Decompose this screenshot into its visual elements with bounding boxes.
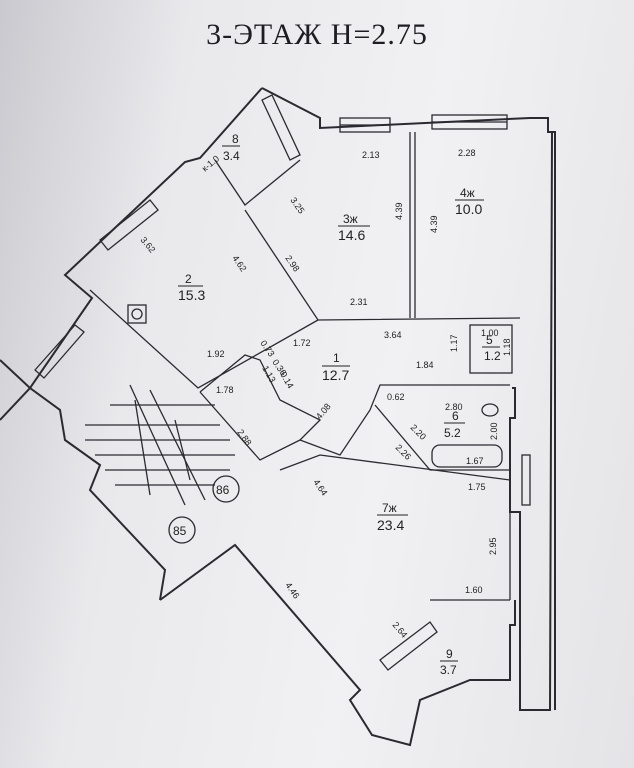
dim-label: 2.26 <box>394 442 413 461</box>
staircase <box>85 384 235 506</box>
dim-label: 2.31 <box>350 297 368 307</box>
fixtures <box>127 304 503 468</box>
dim-label: 2.20 <box>409 422 428 441</box>
room-5-number: 5 <box>486 333 493 347</box>
dim-label: 4.39 <box>429 215 439 233</box>
dim-label: 0.62 <box>387 392 405 402</box>
window-room-2 <box>99 199 159 251</box>
marker-85-label: 85 <box>173 524 187 538</box>
toilet <box>481 403 499 417</box>
wall-right <box>261 87 554 711</box>
dim-label: 0.73 <box>258 338 276 358</box>
dim-label: 2.95 <box>488 537 498 555</box>
dim-label: 1.84 <box>416 360 434 370</box>
wall-hall <box>199 354 510 456</box>
dim-label: 1.60 <box>465 585 483 595</box>
dim-label: 0.14 <box>278 370 295 390</box>
dim-label: 3.25 <box>288 195 306 215</box>
dim-label: 2.00 <box>489 422 499 440</box>
marker-86-label: 86 <box>216 483 230 497</box>
dim-label: 2.88 <box>235 427 253 447</box>
wall-bottom <box>159 543 516 747</box>
room-2-area: 15.3 <box>178 287 205 303</box>
wall-ext-right <box>548 131 556 710</box>
room-8-area: 3.4 <box>223 149 240 163</box>
window-room-8 <box>261 94 301 161</box>
wall-left <box>28 87 263 601</box>
interior-walls <box>89 132 521 601</box>
window-room-9 <box>379 621 438 671</box>
room-4-number: 4ж <box>460 186 475 200</box>
dim-label: 1.72 <box>293 338 311 348</box>
room-1-number: 1 <box>333 351 340 365</box>
dim-label: 1.17 <box>449 334 459 352</box>
window-room-7 <box>521 454 531 506</box>
plan-title: 3-ЭТАЖ H=2.75 <box>206 18 428 51</box>
dim-label: 4.39 <box>394 202 404 220</box>
marker-circle-85 <box>168 516 196 544</box>
marker-circle-86 <box>212 475 240 503</box>
room-1-area: 12.7 <box>322 367 349 383</box>
window-stair <box>34 324 85 379</box>
dim-label: 1.75 <box>468 482 486 492</box>
room-7-number: 7ж <box>382 501 397 515</box>
room-3-area: 14.6 <box>338 227 365 243</box>
room-2-number: 2 <box>185 272 192 286</box>
dim-label: 2.28 <box>458 148 476 158</box>
dim-label: 4.64 <box>311 477 329 497</box>
room-7-area: 23.4 <box>377 517 404 533</box>
wall-room7-top <box>279 454 511 481</box>
wall-stub-left <box>0 359 32 421</box>
wall-room8 <box>214 159 301 206</box>
wall-3-bottom <box>244 209 521 321</box>
room-9-number: 9 <box>446 647 453 661</box>
dim-label: 3.62 <box>138 235 157 255</box>
dim-label: 1.67 <box>466 456 484 466</box>
dim-label: 2.98 <box>283 253 301 273</box>
room-6-area: 5.2 <box>444 426 461 440</box>
dim-label: 1.92 <box>207 349 225 359</box>
wall-hall-bottom <box>199 391 301 461</box>
window-note: к-1.0 <box>200 153 221 173</box>
dim-label: 1.78 <box>216 385 234 395</box>
dim-label: 1.18 <box>502 338 512 356</box>
bathtub <box>431 444 503 468</box>
room-9-area: 3.7 <box>440 663 457 677</box>
dim-label: 4.62 <box>230 253 248 273</box>
dim-label: 1.00 <box>481 328 499 338</box>
dim-label: 2.13 <box>362 150 380 160</box>
room-3-number: 3ж <box>343 212 358 226</box>
room-4-area: 10.0 <box>455 201 482 217</box>
room-5-box <box>469 324 513 374</box>
dimension-labels: 2.13 2.28 3.25 4.39 4.39 3.62 4.62 2.98 … <box>138 148 512 640</box>
room-5-area: 1.2 <box>484 349 501 363</box>
dim-label: 2.64 <box>390 620 409 640</box>
room-6-number: 6 <box>452 409 459 423</box>
dim-label: 3.64 <box>384 330 402 340</box>
wall-2-bottom <box>89 289 319 389</box>
room-8-number: 8 <box>232 132 239 146</box>
dim-label: 2.80 <box>445 402 463 412</box>
riser-markers <box>168 475 240 544</box>
dim-label: 4.08 <box>314 401 333 421</box>
windows <box>34 94 531 671</box>
stove <box>127 304 147 324</box>
dim-label: 4.46 <box>283 580 301 600</box>
